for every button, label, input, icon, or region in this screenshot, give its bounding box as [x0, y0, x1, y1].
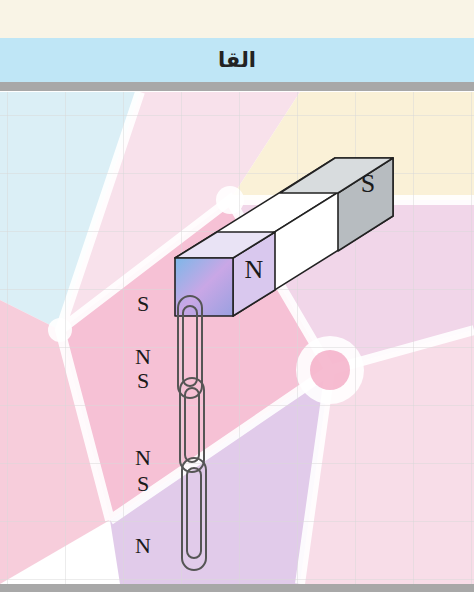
paper-clip: [178, 296, 206, 570]
header-band: [0, 38, 474, 82]
pole-label: N: [245, 255, 264, 285]
pole-label: S: [361, 169, 375, 199]
pole-label: S: [137, 368, 149, 394]
pole-label: S: [137, 471, 149, 497]
pole-label: S: [137, 291, 149, 317]
bar-magnet: [175, 158, 393, 316]
footer-bar: [0, 584, 474, 592]
pole-label: N: [135, 533, 151, 559]
pole-label: N: [135, 445, 151, 471]
pole-label: N: [135, 344, 151, 370]
header-title: القا: [0, 38, 474, 82]
background-pattern: [0, 0, 474, 584]
